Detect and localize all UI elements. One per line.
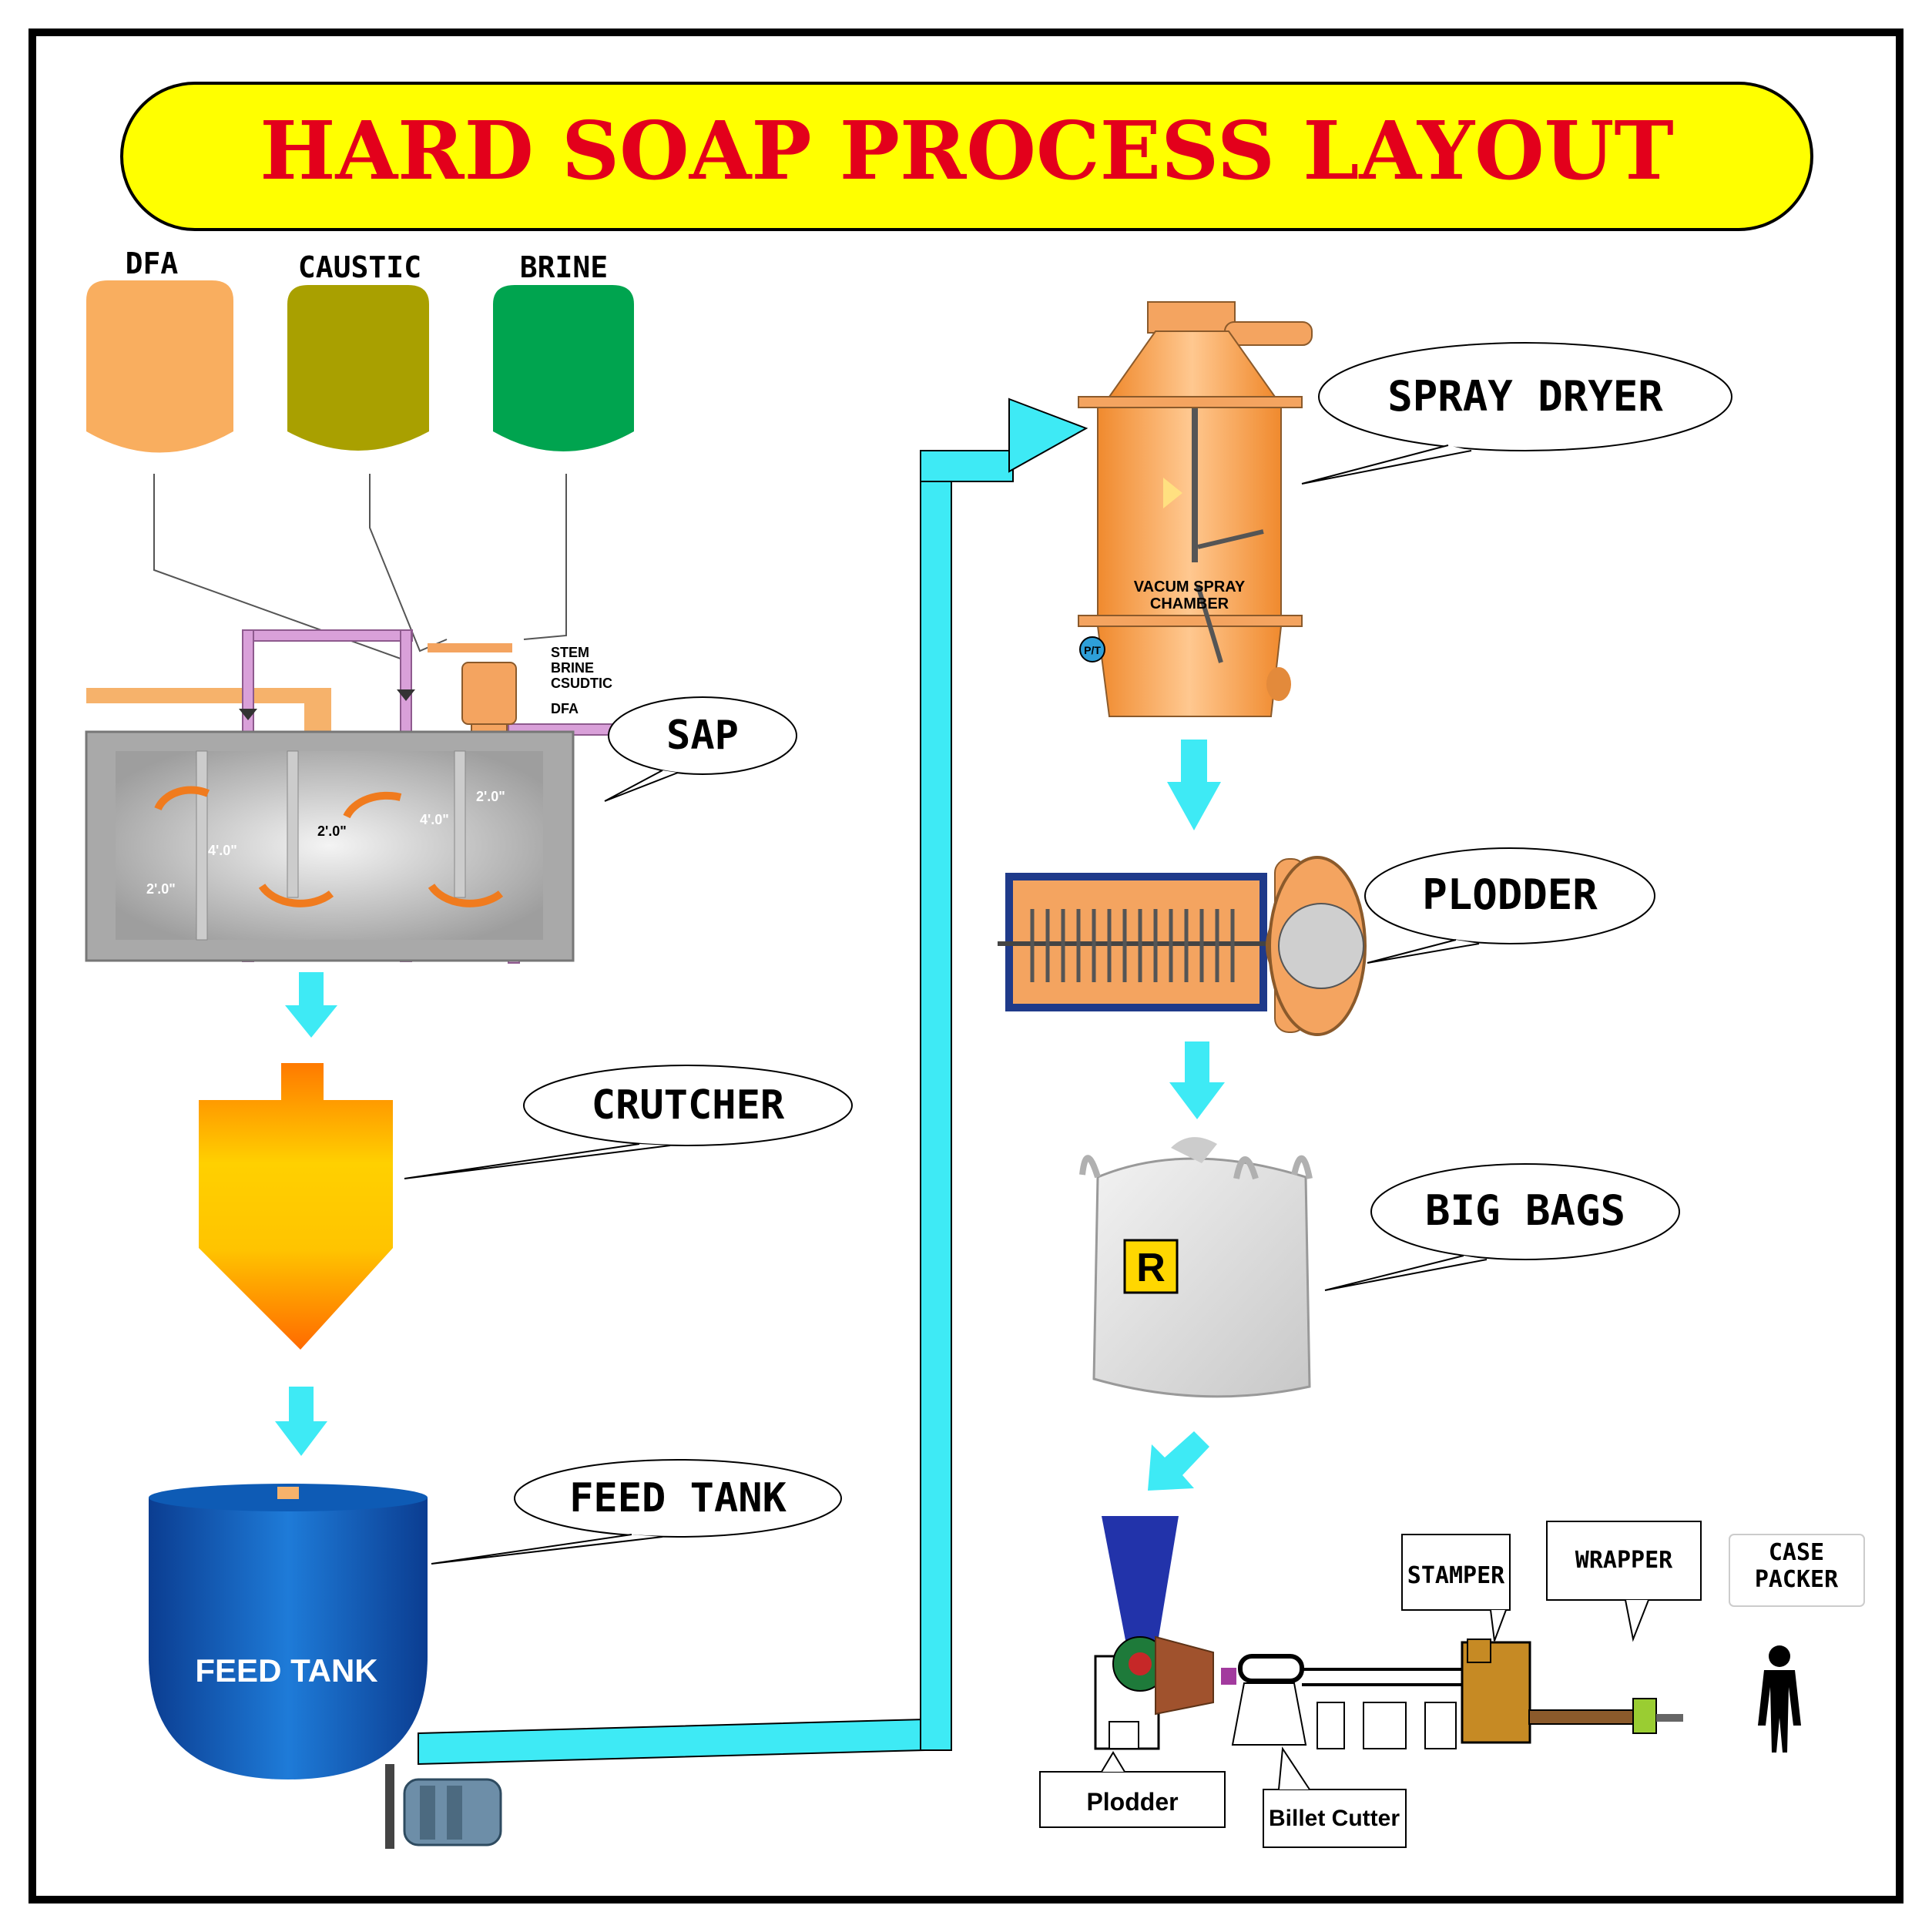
inlet-caustic: CSUDTIC xyxy=(551,676,612,691)
brine-tank xyxy=(493,285,634,451)
label-plodder: Plodder xyxy=(1039,1751,1226,1828)
sap-dim-3: 2'.0" xyxy=(317,823,347,839)
spray-dryer: VACUM SPRAY CHAMBER P/T xyxy=(1078,301,1313,717)
spray-chamber-line1: VACUM SPRAY xyxy=(1134,579,1246,595)
inlet-brine: BRINE xyxy=(551,660,594,676)
inlet-dfa: DFA xyxy=(551,701,579,716)
bag-mark: R xyxy=(1136,1246,1166,1290)
sap-dim-5: 2'.0" xyxy=(476,789,505,804)
inlet-labels: STEM BRINE CSUDTIC DFA xyxy=(551,645,612,716)
title-banner xyxy=(120,82,1813,231)
crutcher xyxy=(199,1063,393,1350)
outer-frame xyxy=(29,29,1903,1903)
sap-dim-2: 4'.0" xyxy=(208,843,237,858)
page-title: HARD SOAP PROCESS LAYOUT xyxy=(260,103,1674,198)
callout-plodder: PLODDER xyxy=(1364,847,1655,964)
callout-wrapper-text: WRAPPER xyxy=(1575,1547,1673,1574)
callout-stamper-text: STAMPER xyxy=(1407,1562,1505,1589)
callout-crutcher: CRUTCHER xyxy=(404,1065,853,1179)
worker-silhouette xyxy=(1758,1645,1801,1753)
callout-big-bags-text: BIG BAGS xyxy=(1425,1186,1625,1235)
raw-tanks: DFA CAUSTIC BRINE xyxy=(86,247,634,453)
feed-tank: FEED TANK xyxy=(149,1484,428,1779)
long-flow-arrow xyxy=(418,397,1088,1766)
tank-label-brine: BRINE xyxy=(520,250,608,284)
feed-tank-label: FEED TANK xyxy=(195,1652,377,1689)
sap-dim-4: 4'.0" xyxy=(420,812,449,827)
pt-label: P/T xyxy=(1084,644,1101,656)
callout-stamper: STAMPER xyxy=(1401,1534,1511,1642)
spray-chamber-line2: CHAMBER xyxy=(1150,595,1229,612)
callout-feed-tank-text: FEED TANK xyxy=(569,1475,787,1521)
label-billet-cutter-text: Billet Cutter xyxy=(1269,1806,1400,1831)
flow-arrows-right xyxy=(1148,740,1225,1491)
label-plodder-text: Plodder xyxy=(1086,1788,1178,1816)
finishing-line xyxy=(1094,1516,1683,1750)
callout-wrapper: WRAPPER xyxy=(1546,1521,1702,1642)
tank-label-dfa: DFA xyxy=(126,247,179,280)
label-billet-cutter: Billet Cutter xyxy=(1263,1746,1407,1848)
callout-plodder-text: PLODDER xyxy=(1422,870,1598,919)
flow-arrows-left xyxy=(275,972,337,1456)
callout-case-packer-line2: PACKER xyxy=(1755,1566,1839,1593)
callout-big-bags: BIG BAGS xyxy=(1324,1163,1680,1291)
dfa-tank xyxy=(86,280,233,453)
arrow-plodder-to-bags xyxy=(1169,1041,1225,1119)
arrow-crutcher-to-feedtank xyxy=(275,1387,327,1456)
inlet-stem: STEM xyxy=(551,645,589,660)
callout-sap: SAP xyxy=(604,696,797,802)
plodder-screw xyxy=(1030,909,1235,982)
callout-crutcher-text: CRUTCHER xyxy=(592,1082,785,1129)
arrow-sap-to-crutcher xyxy=(285,972,337,1038)
caustic-tank xyxy=(287,285,429,451)
plodder-machine xyxy=(998,856,1367,1036)
sap-tank: 2'.0" 4'.0" 2'.0" 4'.0" 2'.0" xyxy=(85,730,575,962)
arrow-bags-to-line xyxy=(1148,1431,1209,1491)
sap-dim-1: 2'.0" xyxy=(146,881,176,897)
pump-motor xyxy=(385,1764,502,1849)
arrow-dryer-to-plodder xyxy=(1167,740,1221,830)
callout-spray-dryer-text: SPRAY DRYER xyxy=(1387,372,1663,421)
callout-case-packer: CASE PACKER xyxy=(1729,1534,1865,1607)
callout-case-packer-line1: CASE xyxy=(1769,1539,1824,1566)
callout-sap-text: SAP xyxy=(666,713,739,759)
tank-label-caustic: CAUSTIC xyxy=(298,250,421,284)
callout-spray-dryer: SPRAY DRYER xyxy=(1301,342,1732,485)
callout-feed-tank: FEED TANK xyxy=(431,1459,842,1565)
big-bag: R xyxy=(1079,1137,1313,1398)
